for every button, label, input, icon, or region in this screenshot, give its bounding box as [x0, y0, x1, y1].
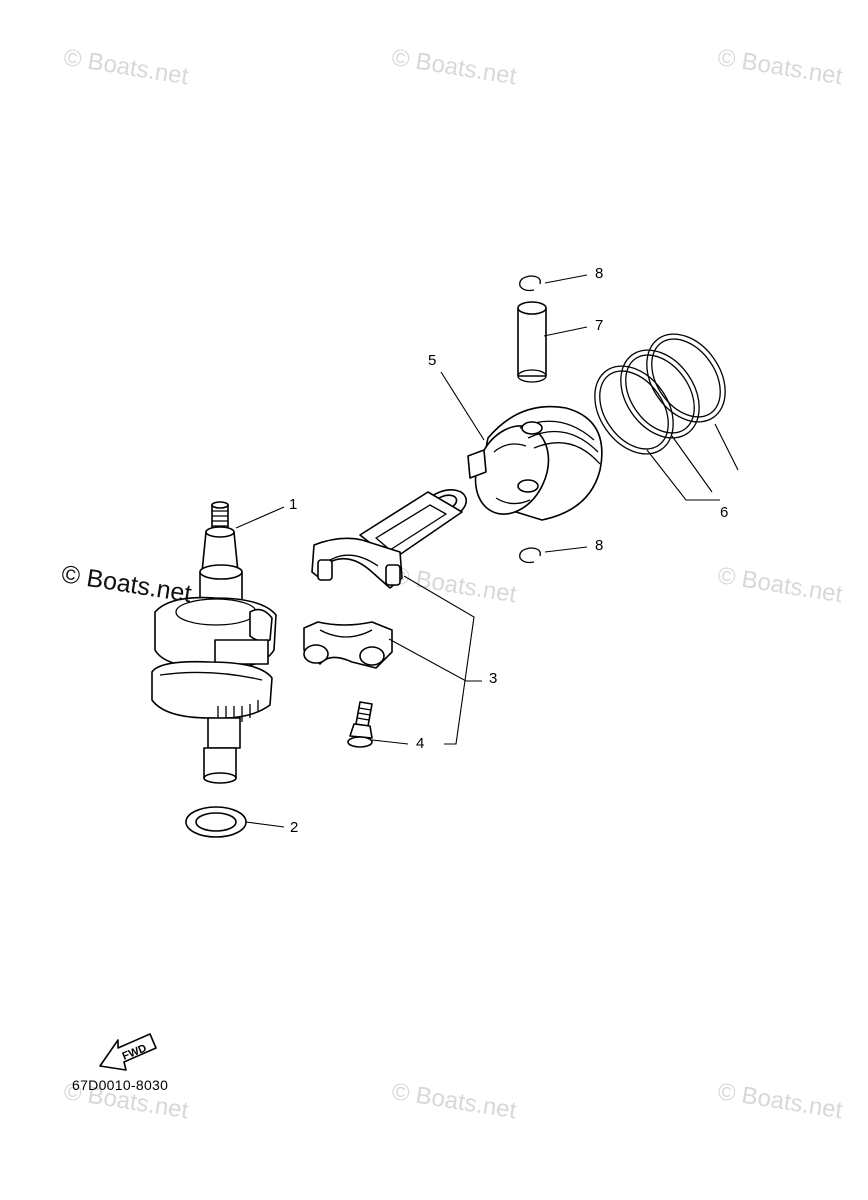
callout-3: 3: [489, 670, 498, 687]
diagram-code: 67D0010-8030: [72, 1077, 169, 1093]
callout-4: 4: [416, 735, 425, 752]
piston-pin-part[interactable]: [517, 301, 547, 383]
fwd-arrow-icon: FWD: [99, 1033, 157, 1071]
washer-part[interactable]: [185, 806, 247, 838]
crankshaft-part[interactable]: [151, 501, 277, 784]
callout-6: 6: [720, 504, 729, 521]
callout-5: 5: [428, 352, 437, 369]
callout-8-bottom: 8: [595, 537, 604, 554]
piston-part[interactable]: [462, 405, 603, 526]
clip-part-bottom[interactable]: [519, 547, 541, 564]
callout-1: 1: [289, 496, 298, 513]
piston-rings-part[interactable]: [579, 319, 742, 469]
callout-2: 2: [290, 819, 299, 836]
bolt-part[interactable]: [347, 701, 373, 748]
callout-8-top: 8: [595, 265, 604, 282]
clip-part-top[interactable]: [519, 275, 541, 292]
leader-lines: [235, 274, 739, 828]
callout-7: 7: [595, 317, 604, 334]
connecting-rod-part[interactable]: [303, 484, 470, 669]
